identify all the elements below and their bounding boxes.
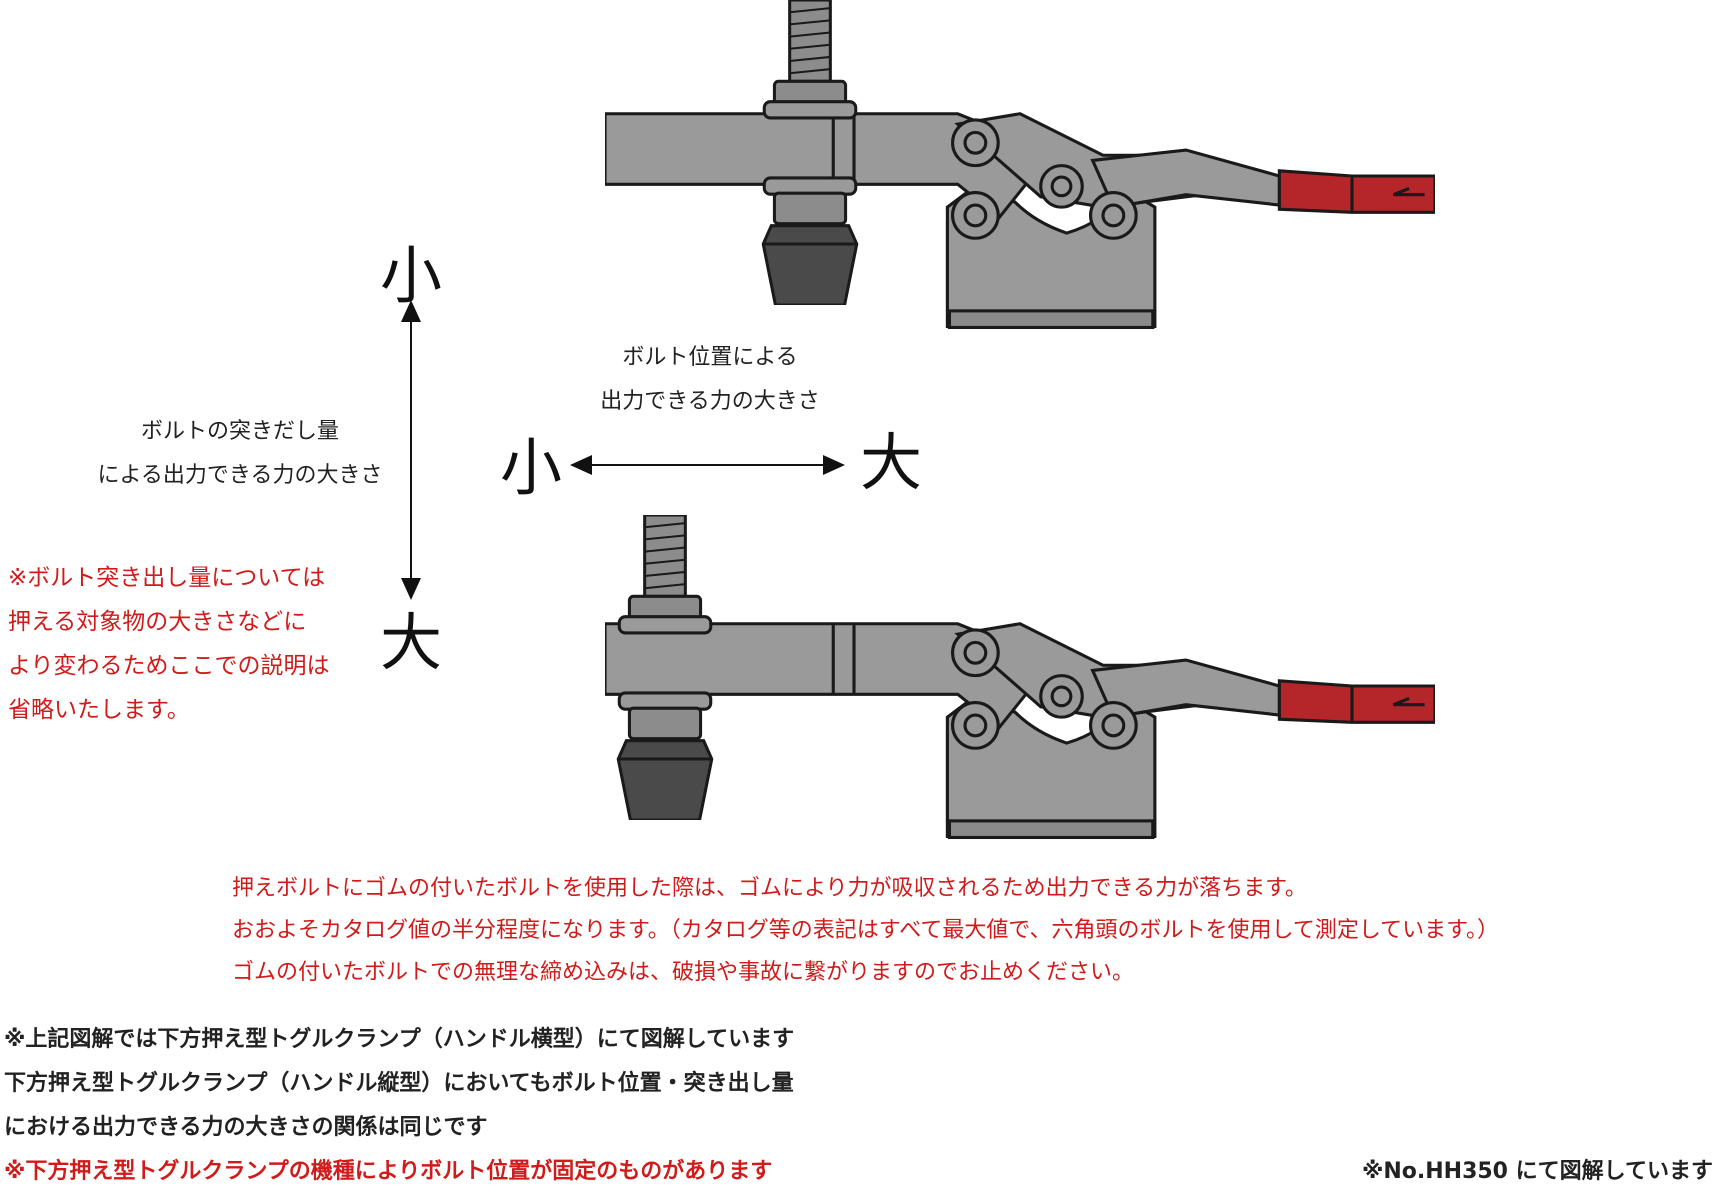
bottom-notes: ※上記図解では下方押え型トグルクランプ（ハンドル横型）にて図解しています 下方押… [4,1018,794,1194]
vertical-bottom-label: 大 [380,606,443,679]
horizontal-right-label: 大 [860,426,923,499]
rubber-note-line: 押えボルトにゴムの付いたボルトを使用した際は、ゴムにより力が吸収されるため出力で… [232,876,1307,901]
protrusion-note: ※ボルト突き出し量については 押える対象物の大きさなどに より変わるためここでの… [8,556,330,732]
horizontal-caption-line: 出力できる力の大きさ [600,389,820,414]
bottom-warning: ※下方押え型トグルクランプの機種によりボルト位置が固定のものがあります [4,1159,773,1184]
protrusion-note-line: 省略いたします。 [8,697,190,723]
horizontal-left-label: 小 [500,431,563,504]
protrusion-note-line: より変わるためここでの説明は [8,653,330,679]
protrusion-note-line: 押える対象物の大きさなどに [8,609,307,635]
vertical-top-label: 小 [380,239,443,312]
protrusion-note-line: ※ボルト突き出し量については [8,565,326,591]
clamp-illustration-bottom [605,515,1435,840]
model-note: ※No.HH350 にて図解しています [1361,1159,1713,1184]
clamp-illustration-top [605,0,1435,330]
bottom-note-line: ※上記図解では下方押え型トグルクランプ（ハンドル横型）にて図解しています [4,1027,795,1052]
rubber-note-line: おおよそカタログ値の半分程度になります。（カタログ等の表記はすべて最大値で、六角… [232,918,1499,943]
bottom-note-line: 下方押え型トグルクランプ（ハンドル縦型）においてもボルト位置・突き出し量 [4,1071,794,1096]
vertical-caption: ボルトの突きだし量 による出力できる力の大きさ [70,410,410,498]
bottom-note-line: における出力できる力の大きさの関係は同じです [4,1115,488,1140]
rubber-bolt-notes: 押えボルトにゴムの付いたボルトを使用した際は、ゴムにより力が吸収されるため出力で… [232,868,1499,994]
vertical-caption-line: による出力できる力の大きさ [97,463,383,488]
vertical-caption-line: ボルトの突きだし量 [140,419,339,444]
horizontal-caption-line: ボルト位置による [622,345,798,370]
rubber-note-line: ゴムの付いたボルトでの無理な締め込みは、破損や事故に繋がりますのでお止めください… [232,960,1135,985]
horizontal-caption: ボルト位置による 出力できる力の大きさ [570,336,850,424]
